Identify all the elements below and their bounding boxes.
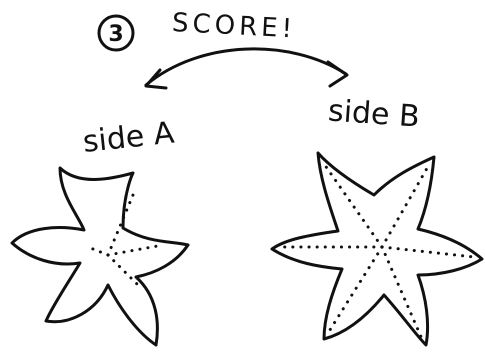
side-a-label: side A <box>81 116 176 160</box>
arrow-head-right <box>328 62 347 86</box>
arrow-curve <box>146 49 346 85</box>
flower-b-score-3 <box>382 247 474 257</box>
flower-b-outline <box>272 153 482 345</box>
flower-b-score-5 <box>328 247 382 333</box>
flower-side-b <box>272 153 482 345</box>
double-arrow <box>146 49 347 88</box>
flower-a-outline <box>12 168 188 345</box>
flower-a-score-2 <box>108 245 163 255</box>
step-number: 3 <box>108 22 123 47</box>
flower-a-score-3 <box>108 255 138 285</box>
flower-b-score-6 <box>382 247 422 339</box>
flower-a-score-1 <box>108 195 133 255</box>
flower-side-a <box>12 168 188 345</box>
side-b-label: side B <box>327 93 421 134</box>
step-title: SCORE! <box>171 8 296 44</box>
flower-b-score-2 <box>382 163 430 247</box>
flower-b-score-1 <box>322 161 382 247</box>
step-badge: 3 <box>99 16 133 50</box>
flower-a-score-4 <box>88 247 108 255</box>
